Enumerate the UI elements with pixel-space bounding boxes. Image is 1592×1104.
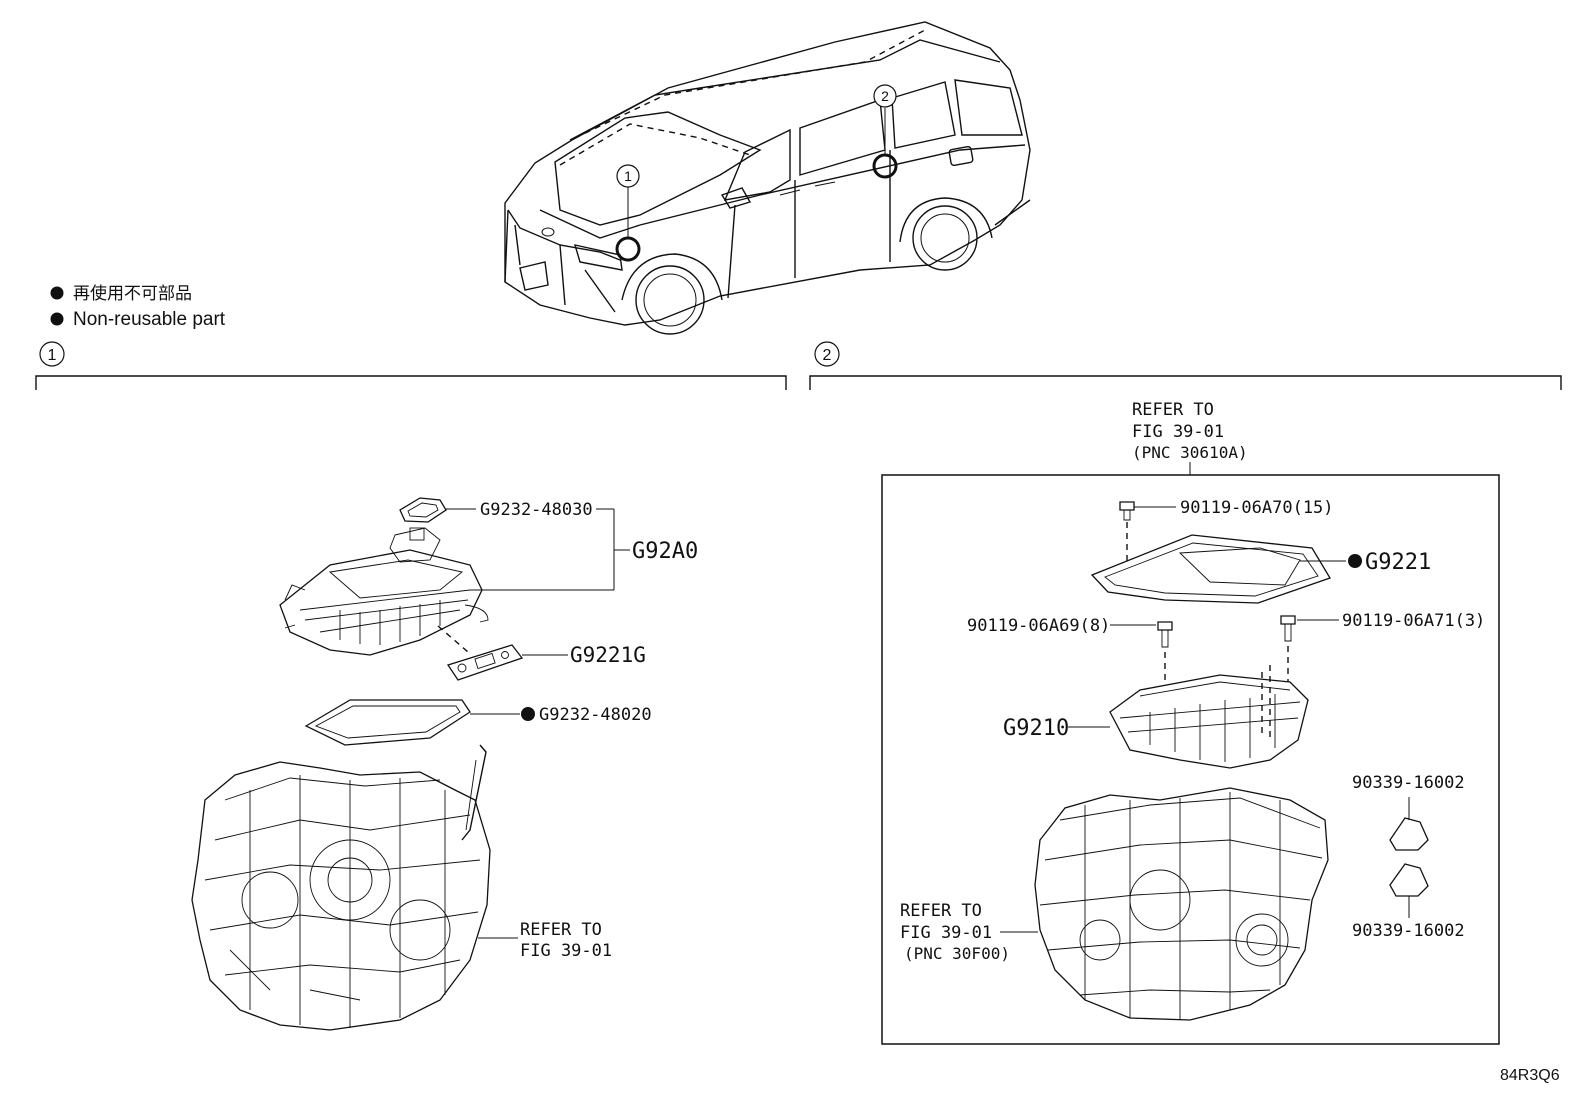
bolt-top-icon	[1119, 501, 1135, 521]
svg-text:2: 2	[823, 347, 832, 364]
section-1-leaders	[446, 508, 630, 939]
callout-plug-top: 90339-16002	[1352, 773, 1465, 793]
oil-pan-part	[1090, 534, 1331, 604]
callout-pan: G9221	[1365, 550, 1431, 575]
callout-bolt-right: 90119-06A71(3)	[1342, 611, 1485, 631]
legend-en-text: Non-reusable part	[73, 309, 226, 330]
plug-bottom-part	[1389, 863, 1429, 897]
callout-refer-right-1: REFER TO	[900, 901, 982, 921]
plug-top-part	[1389, 817, 1429, 851]
refer-top-line1: REFER TO	[1132, 400, 1214, 420]
figure-code: 84R3Q6	[1500, 1067, 1560, 1084]
non-reusable-dot-icon	[50, 286, 64, 300]
callout-plate: G9221G	[570, 643, 646, 667]
callout-refer-right-2: FIG 39-01	[900, 923, 992, 943]
plate-part	[446, 644, 524, 681]
section-1-header: 1	[35, 341, 787, 390]
non-reusable-dot-icon	[521, 707, 535, 721]
legend-jp-text: 再使用不可部品	[73, 283, 192, 303]
svg-text:1: 1	[624, 168, 632, 184]
refer-top-line3: (PNC 30610A)	[1132, 443, 1248, 462]
non-reusable-dot-icon	[50, 312, 64, 326]
callout-refer-left-1: REFER TO	[520, 920, 602, 940]
callout-gasket-bottom: G9232-48020	[539, 705, 652, 725]
transaxle-part-right	[1034, 787, 1329, 1021]
vehicle-illustration	[504, 21, 1031, 335]
valve-body-part	[1109, 665, 1309, 769]
callout-refer-left-2: FIG 39-01	[520, 941, 612, 961]
section-2-header: 2	[809, 341, 1562, 390]
inverter-assembly-part	[279, 527, 489, 656]
gasket-top-part	[399, 497, 447, 523]
callout-inverter-assy: G92A0	[632, 539, 698, 564]
refer-top-line2: FIG 39-01	[1132, 422, 1224, 442]
gasket-bottom-part	[304, 699, 471, 746]
bolt-left-icon	[1157, 621, 1173, 648]
svg-text:1: 1	[48, 347, 57, 364]
vehicle-marker-2: 2	[873, 84, 897, 108]
callout-refer-right-3: (PNC 30F00)	[904, 944, 1010, 963]
transaxle-part-left	[191, 744, 491, 1031]
callout-bolt-left: 90119-06A69(8)	[967, 616, 1110, 636]
bolt-right-icon	[1280, 615, 1296, 642]
location-circle-1	[615, 236, 641, 262]
non-reusable-dot-icon	[1348, 554, 1362, 568]
callout-valve-body: G9210	[1003, 716, 1069, 741]
svg-text:2: 2	[881, 88, 889, 104]
assembly-frame	[881, 474, 1500, 1045]
callout-plug-bottom: 90339-16002	[1352, 921, 1465, 941]
legend: 再使用不可部品 Non-reusable part	[50, 283, 226, 330]
callout-bolt-top: 90119-06A70(15)	[1180, 498, 1334, 518]
vehicle-marker-1: 1	[616, 164, 640, 188]
callout-gasket-top: G9232-48030	[480, 500, 593, 520]
location-circle-2	[872, 153, 898, 179]
